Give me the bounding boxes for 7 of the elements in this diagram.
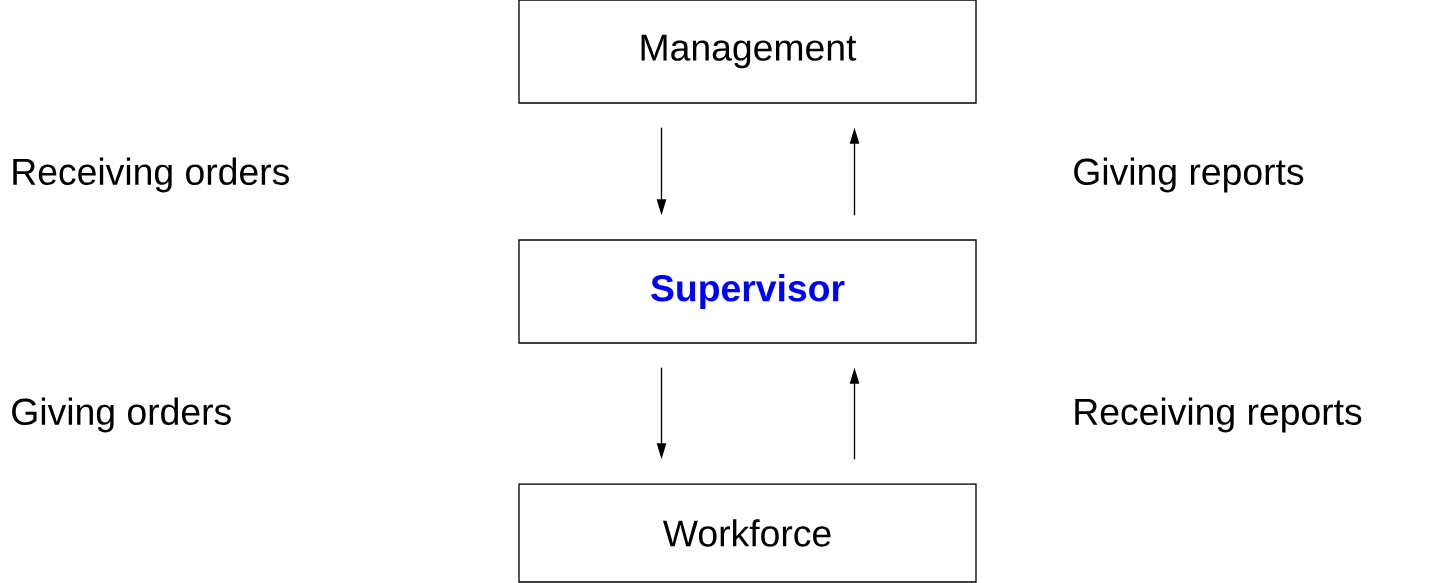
side-label: Giving reports [1074, 157, 1304, 193]
side-label: Receiving reports [1075, 397, 1362, 433]
process-box: Supervisor [518, 239, 977, 344]
process-box: Management [518, 0, 977, 104]
side-label: Giving orders [12, 397, 231, 433]
process-box: Workforce [518, 483, 977, 583]
side-label: Receiving orders [13, 157, 289, 193]
